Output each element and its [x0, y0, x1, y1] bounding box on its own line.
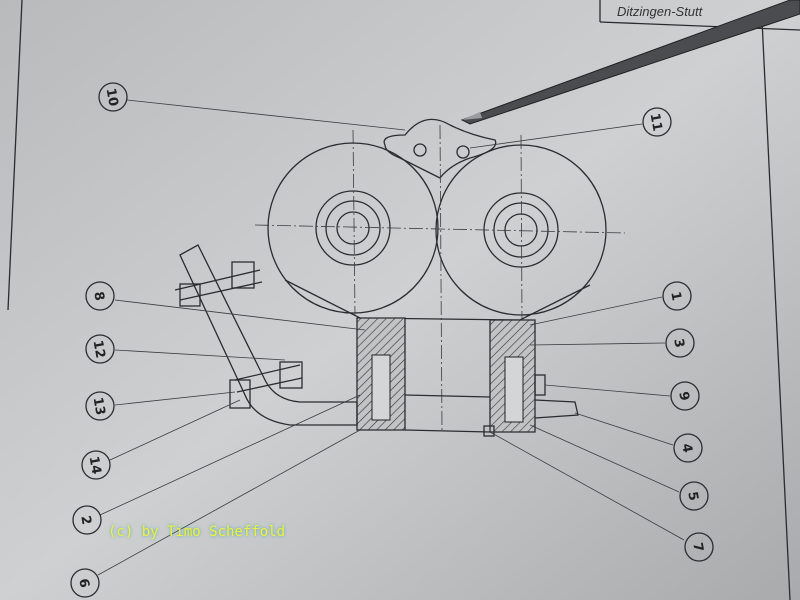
tension-arm — [179, 244, 358, 426]
svg-text:5: 5 — [684, 491, 700, 503]
callout-7: 7 — [684, 532, 714, 562]
copyright-watermark: (c) by Timo Scheffold — [108, 524, 286, 540]
page-border-left — [7, 0, 23, 311]
base-plate — [534, 399, 579, 419]
svg-text:12: 12 — [90, 339, 108, 359]
svg-text:6: 6 — [75, 578, 91, 590]
pen-tip — [462, 112, 482, 120]
bolt-hole — [456, 145, 470, 159]
callout-10: 10 — [98, 82, 128, 112]
pin-7 — [483, 425, 495, 437]
leader-lines — [97, 99, 685, 576]
svg-text:4: 4 — [678, 443, 694, 455]
page-border-right — [761, 19, 791, 600]
callout-13: 13 — [85, 391, 115, 421]
callout-12: 12 — [85, 334, 115, 364]
svg-text:9: 9 — [675, 391, 691, 403]
arm-bolt-lower — [234, 364, 303, 393]
callout-4: 4 — [673, 433, 703, 463]
title-block-location: Ditzingen-Stutt — [617, 4, 704, 19]
title-block-border — [599, 21, 800, 31]
svg-text:10: 10 — [103, 87, 121, 107]
left-needle-bearing — [371, 354, 391, 421]
callout-5: 5 — [679, 481, 709, 511]
svg-text:2: 2 — [77, 515, 93, 527]
callout-9: 9 — [670, 381, 700, 411]
nut-upper — [231, 261, 255, 289]
callout-2: 2 — [72, 505, 102, 535]
callout-1: 1 — [662, 281, 692, 311]
nut-upper-left — [179, 283, 201, 307]
pen — [460, 0, 800, 125]
arm-bolt-upper — [174, 269, 263, 301]
svg-text:3: 3 — [670, 338, 686, 350]
svg-text:7: 7 — [689, 542, 705, 554]
svg-text:13: 13 — [90, 396, 108, 416]
callout-11: 11 — [642, 107, 672, 137]
nut-lower — [279, 361, 303, 389]
callout-3: 3 — [665, 328, 695, 358]
callout-6: 6 — [70, 568, 100, 598]
callout-8: 8 — [85, 281, 115, 311]
svg-text:8: 8 — [90, 291, 106, 303]
svg-text:11: 11 — [647, 112, 665, 132]
svg-text:1: 1 — [667, 291, 683, 303]
svg-text:14: 14 — [86, 455, 104, 475]
housing-outline — [284, 279, 591, 321]
bolt-hole — [413, 143, 427, 157]
callout-14: 14 — [81, 450, 111, 480]
right-needle-bearing — [504, 356, 524, 423]
nut-13 — [229, 379, 251, 409]
